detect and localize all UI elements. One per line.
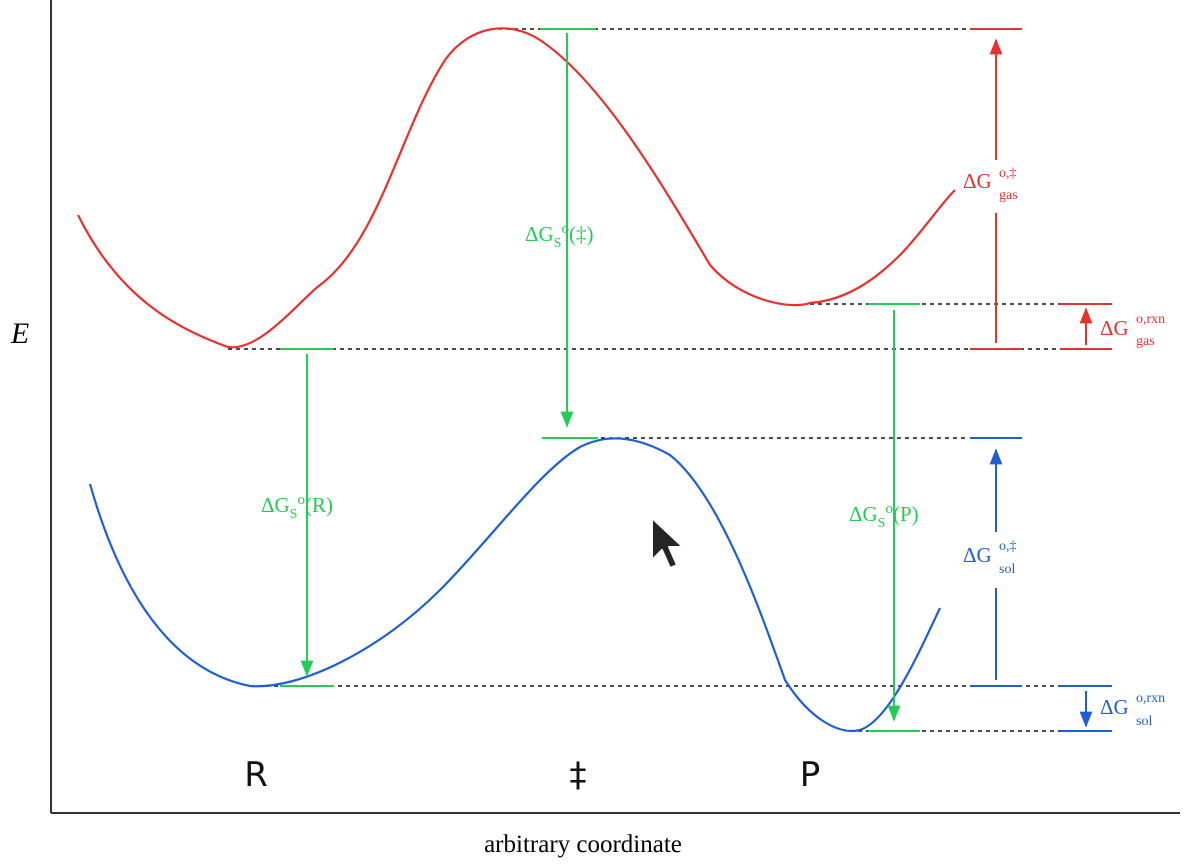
- product-label: P: [800, 755, 821, 795]
- gas-phase-curve: [77, 27, 956, 349]
- mouse-pointer-icon: [651, 517, 684, 569]
- sol-barrier-label: ΔG: [963, 543, 992, 567]
- solvation-label-reactant: ΔGSo(R): [261, 492, 333, 522]
- reactant-label: R: [244, 755, 268, 795]
- solvation-arrows: [280, 28, 920, 732]
- sol-barrier-label-sub: sol: [999, 562, 1015, 577]
- guide-lines: [228, 28, 1110, 732]
- transition-state-label: ‡: [570, 755, 587, 795]
- x-axis-label: arbitrary coordinate: [484, 831, 682, 858]
- sol-energy-markers: [970, 437, 1112, 732]
- gas-reaction-label-sup: o,rxn: [1136, 312, 1165, 327]
- sol-reaction-label-sub: sol: [1136, 714, 1152, 729]
- gas-reaction-label-sub: gas: [1136, 334, 1155, 349]
- sol-reaction-label: ΔG: [1100, 695, 1129, 719]
- gas-barrier-label: ΔG: [963, 169, 992, 193]
- sol-barrier-label-sup: o,‡: [999, 539, 1017, 554]
- solvation-label-product: ΔGSo(P): [849, 501, 919, 531]
- axes: E arbitrary coordinate: [10, 0, 1180, 858]
- sol-reaction-label-sup: o,rxn: [1136, 691, 1165, 706]
- y-axis-label: E: [10, 317, 29, 350]
- gas-reaction-label: ΔG: [1100, 316, 1129, 340]
- solution-phase-curve: [88, 437, 941, 732]
- gas-barrier-label-sub: gas: [999, 188, 1018, 203]
- solvation-label-ts: ΔGSo(‡): [525, 221, 593, 251]
- gas-energy-markers: [970, 28, 1112, 350]
- gas-barrier-label-sup: o,‡: [999, 166, 1017, 181]
